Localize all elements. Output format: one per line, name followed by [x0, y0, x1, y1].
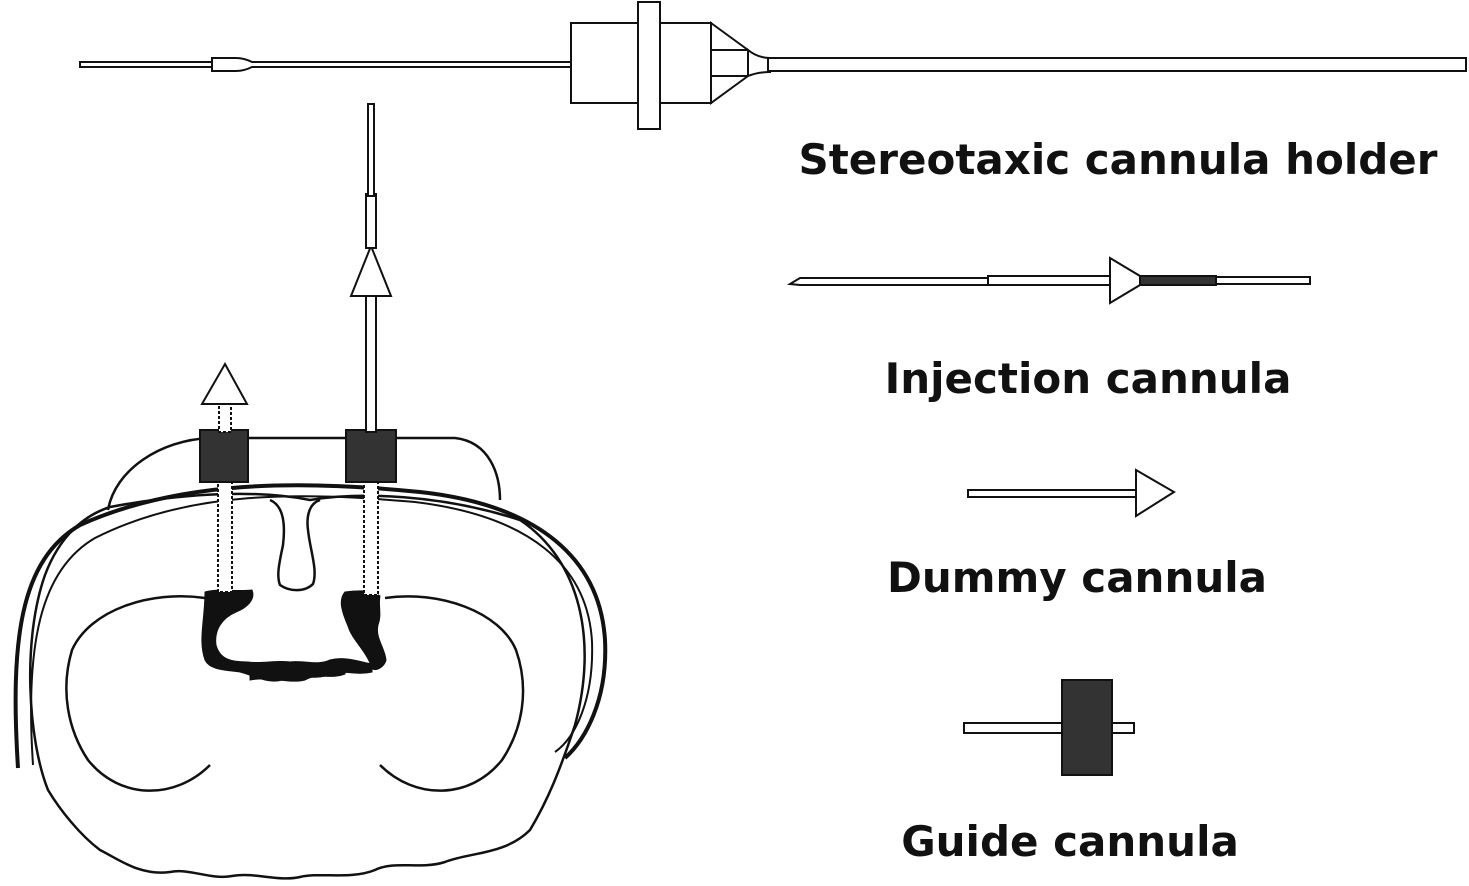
label-guide-cannula: Guide cannula — [901, 817, 1239, 866]
brain-outline — [28, 492, 586, 880]
guide-tube — [963, 722, 1135, 734]
right-guide-block — [345, 429, 397, 483]
injection-needle-tip — [786, 277, 991, 286]
injection-collar — [1139, 275, 1217, 286]
holder-flare — [747, 47, 771, 78]
right-injection-cone — [349, 243, 393, 297]
stereotaxic-cannula-holder-drawing — [79, 1, 1467, 130]
label-dummy-cannula: Dummy cannula — [887, 553, 1267, 602]
midline-fissure — [269, 498, 321, 592]
injection-cannula-drawing — [786, 256, 1311, 305]
dummy-cannula-drawing — [967, 468, 1176, 518]
holder-long-rod — [767, 57, 1467, 72]
label-stereotaxic-cannula-holder: Stereotaxic cannula holder — [798, 135, 1437, 184]
holder-cone-inner — [711, 49, 748, 77]
ventricle-floor — [249, 666, 346, 682]
holder-collar — [211, 57, 573, 72]
ventricles — [201, 589, 387, 682]
right-guide-shaft — [363, 479, 379, 596]
holder-thin-tip — [79, 61, 213, 68]
brain-section-drawing — [13, 436, 608, 880]
label-injection-cannula: Injection cannula — [885, 354, 1292, 403]
injection-cone — [1109, 256, 1141, 305]
right-ventricle — [340, 590, 387, 671]
injection-tail — [1215, 276, 1311, 285]
left-dummy-cap — [200, 361, 249, 405]
holder-cone — [710, 21, 749, 105]
guide-cannula-drawing — [963, 679, 1135, 776]
implanted-right-guide — [345, 103, 397, 596]
right-injection-lower-stem — [365, 295, 377, 433]
left-guide-block — [199, 429, 249, 483]
guide-block — [1061, 679, 1113, 776]
left-guide-shaft — [217, 479, 233, 593]
right-injection-mid-stem — [365, 193, 377, 249]
skull-inner-arc — [30, 495, 594, 766]
injection-shaft — [987, 275, 1111, 286]
dummy-shaft — [967, 489, 1139, 498]
left-dummy-stem — [218, 403, 232, 433]
right-cortex-contour — [379, 595, 525, 792]
implanted-left-guide — [199, 361, 249, 593]
right-injection-upper-stem — [367, 103, 375, 197]
left-cortex-contour — [65, 595, 211, 792]
left-ventricle — [201, 589, 373, 682]
holder-flange — [637, 1, 661, 130]
dummy-cap — [1135, 468, 1176, 518]
